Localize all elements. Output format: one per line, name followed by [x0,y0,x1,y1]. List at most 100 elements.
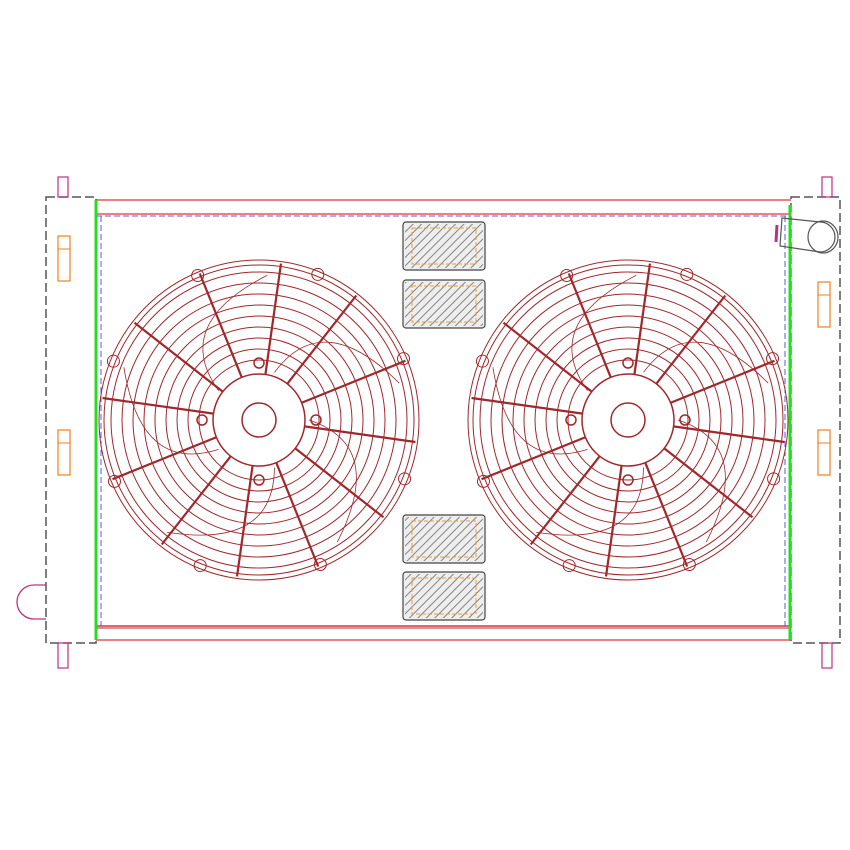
fan-shroud-inner-ring [472,264,784,576]
grill-spoke [274,461,320,567]
grill-spoke [264,263,283,376]
shroud-mount-tab [107,474,121,488]
shroud-mount-tab [193,559,207,573]
motor-mount-bolt [196,414,208,426]
mounting-pin [821,176,833,198]
fan-blade [123,367,219,455]
grill-spoke [133,321,225,394]
grill-ring [110,271,408,569]
grill-ring [490,282,766,558]
shroud-mount-tab [398,472,412,486]
radiator-frame [16,176,841,669]
grill-ring [165,326,353,514]
label-plates [402,221,486,621]
inlet-hose-neck [779,217,836,253]
right-tank [790,196,841,644]
label-plate-hatch [405,574,483,618]
fan-blade [677,419,726,543]
grill-spoke [672,425,785,444]
grill-ring [523,315,733,525]
grill-ring [567,359,689,481]
motor-shaft [610,402,646,438]
grill-ring [198,359,320,481]
drain-fitting [817,281,831,328]
grill-ring [512,304,744,536]
label-plate-outline [411,285,477,323]
grill-spoke [662,446,754,519]
motor-mount-bolt [622,474,634,486]
fan-blade [643,341,769,384]
inlet-clamp [774,224,779,243]
grill-spoke [198,273,244,379]
mounting-pin [57,176,69,198]
label-plate-hatch [405,224,483,268]
label-plate-outline [411,577,477,615]
fan-blade [308,419,357,543]
drain-fitting [817,429,831,476]
shroud-mount-tab [682,558,696,572]
left-tank [45,196,97,644]
fan-blade [274,341,400,384]
grill-spoke [112,435,218,481]
motor-mount-bolt [622,357,634,369]
left-fan [98,259,420,581]
grill-spoke [654,294,727,386]
motor-mount-bolt [253,474,265,486]
drain-fitting [57,429,71,476]
shroud-mount-tab [397,352,411,366]
shroud-mount-tab [766,352,780,366]
shroud-mount-tab [313,558,327,572]
grill-spoke [604,464,623,577]
label-plate-outline [411,227,477,265]
grill-spoke [567,273,613,379]
grill-spoke [669,359,775,405]
grill-ring [479,271,777,569]
motor-mount-bolt [565,414,577,426]
grill-ring [545,337,711,503]
fan-shroud-group [98,259,789,581]
grill-spoke [633,263,652,376]
motor-hub [212,373,306,467]
inlet-opening [807,220,839,254]
fan-blade [492,367,588,455]
fan-shroud-ring [467,259,789,581]
grill-ring [154,315,364,525]
grill-ring [187,348,331,492]
drain-fitting [57,235,71,282]
grill-ring [121,282,397,558]
mounting-pin [821,642,833,669]
fan-shroud-inner-ring [103,264,415,576]
shroud-mount-tab [191,268,205,282]
shroud-mount-tab [476,474,490,488]
grill-ring [556,348,700,492]
shroud-mount-tab [475,354,489,368]
label-plate-outline [411,520,477,558]
grill-spoke [102,396,215,415]
fan-blade [202,274,268,391]
grill-ring [534,326,722,514]
grill-spoke [502,321,594,394]
grill-spoke [471,396,584,415]
grill-spoke [529,454,602,546]
grill-spoke [293,446,385,519]
motor-shaft [241,402,277,438]
shroud-mount-tab [680,267,694,281]
right-fan [467,259,789,581]
grill-ring [176,337,342,503]
fan-blade [536,467,644,536]
grill-spoke [160,454,233,546]
grill-spoke [300,359,406,405]
grill-spoke [285,294,358,386]
grill-spoke [303,425,416,444]
grill-ring [501,293,755,547]
shroud-mount-tab [767,472,781,486]
grill-spoke [481,435,587,481]
outlet-hose-neck [16,584,46,620]
grill-spoke [643,461,689,567]
shroud-mount-tab [106,354,120,368]
fan-blade [571,274,637,391]
label-plate-hatch [405,282,483,326]
motor-mount-bolt [310,414,322,426]
shroud-mount-tab [562,559,576,573]
